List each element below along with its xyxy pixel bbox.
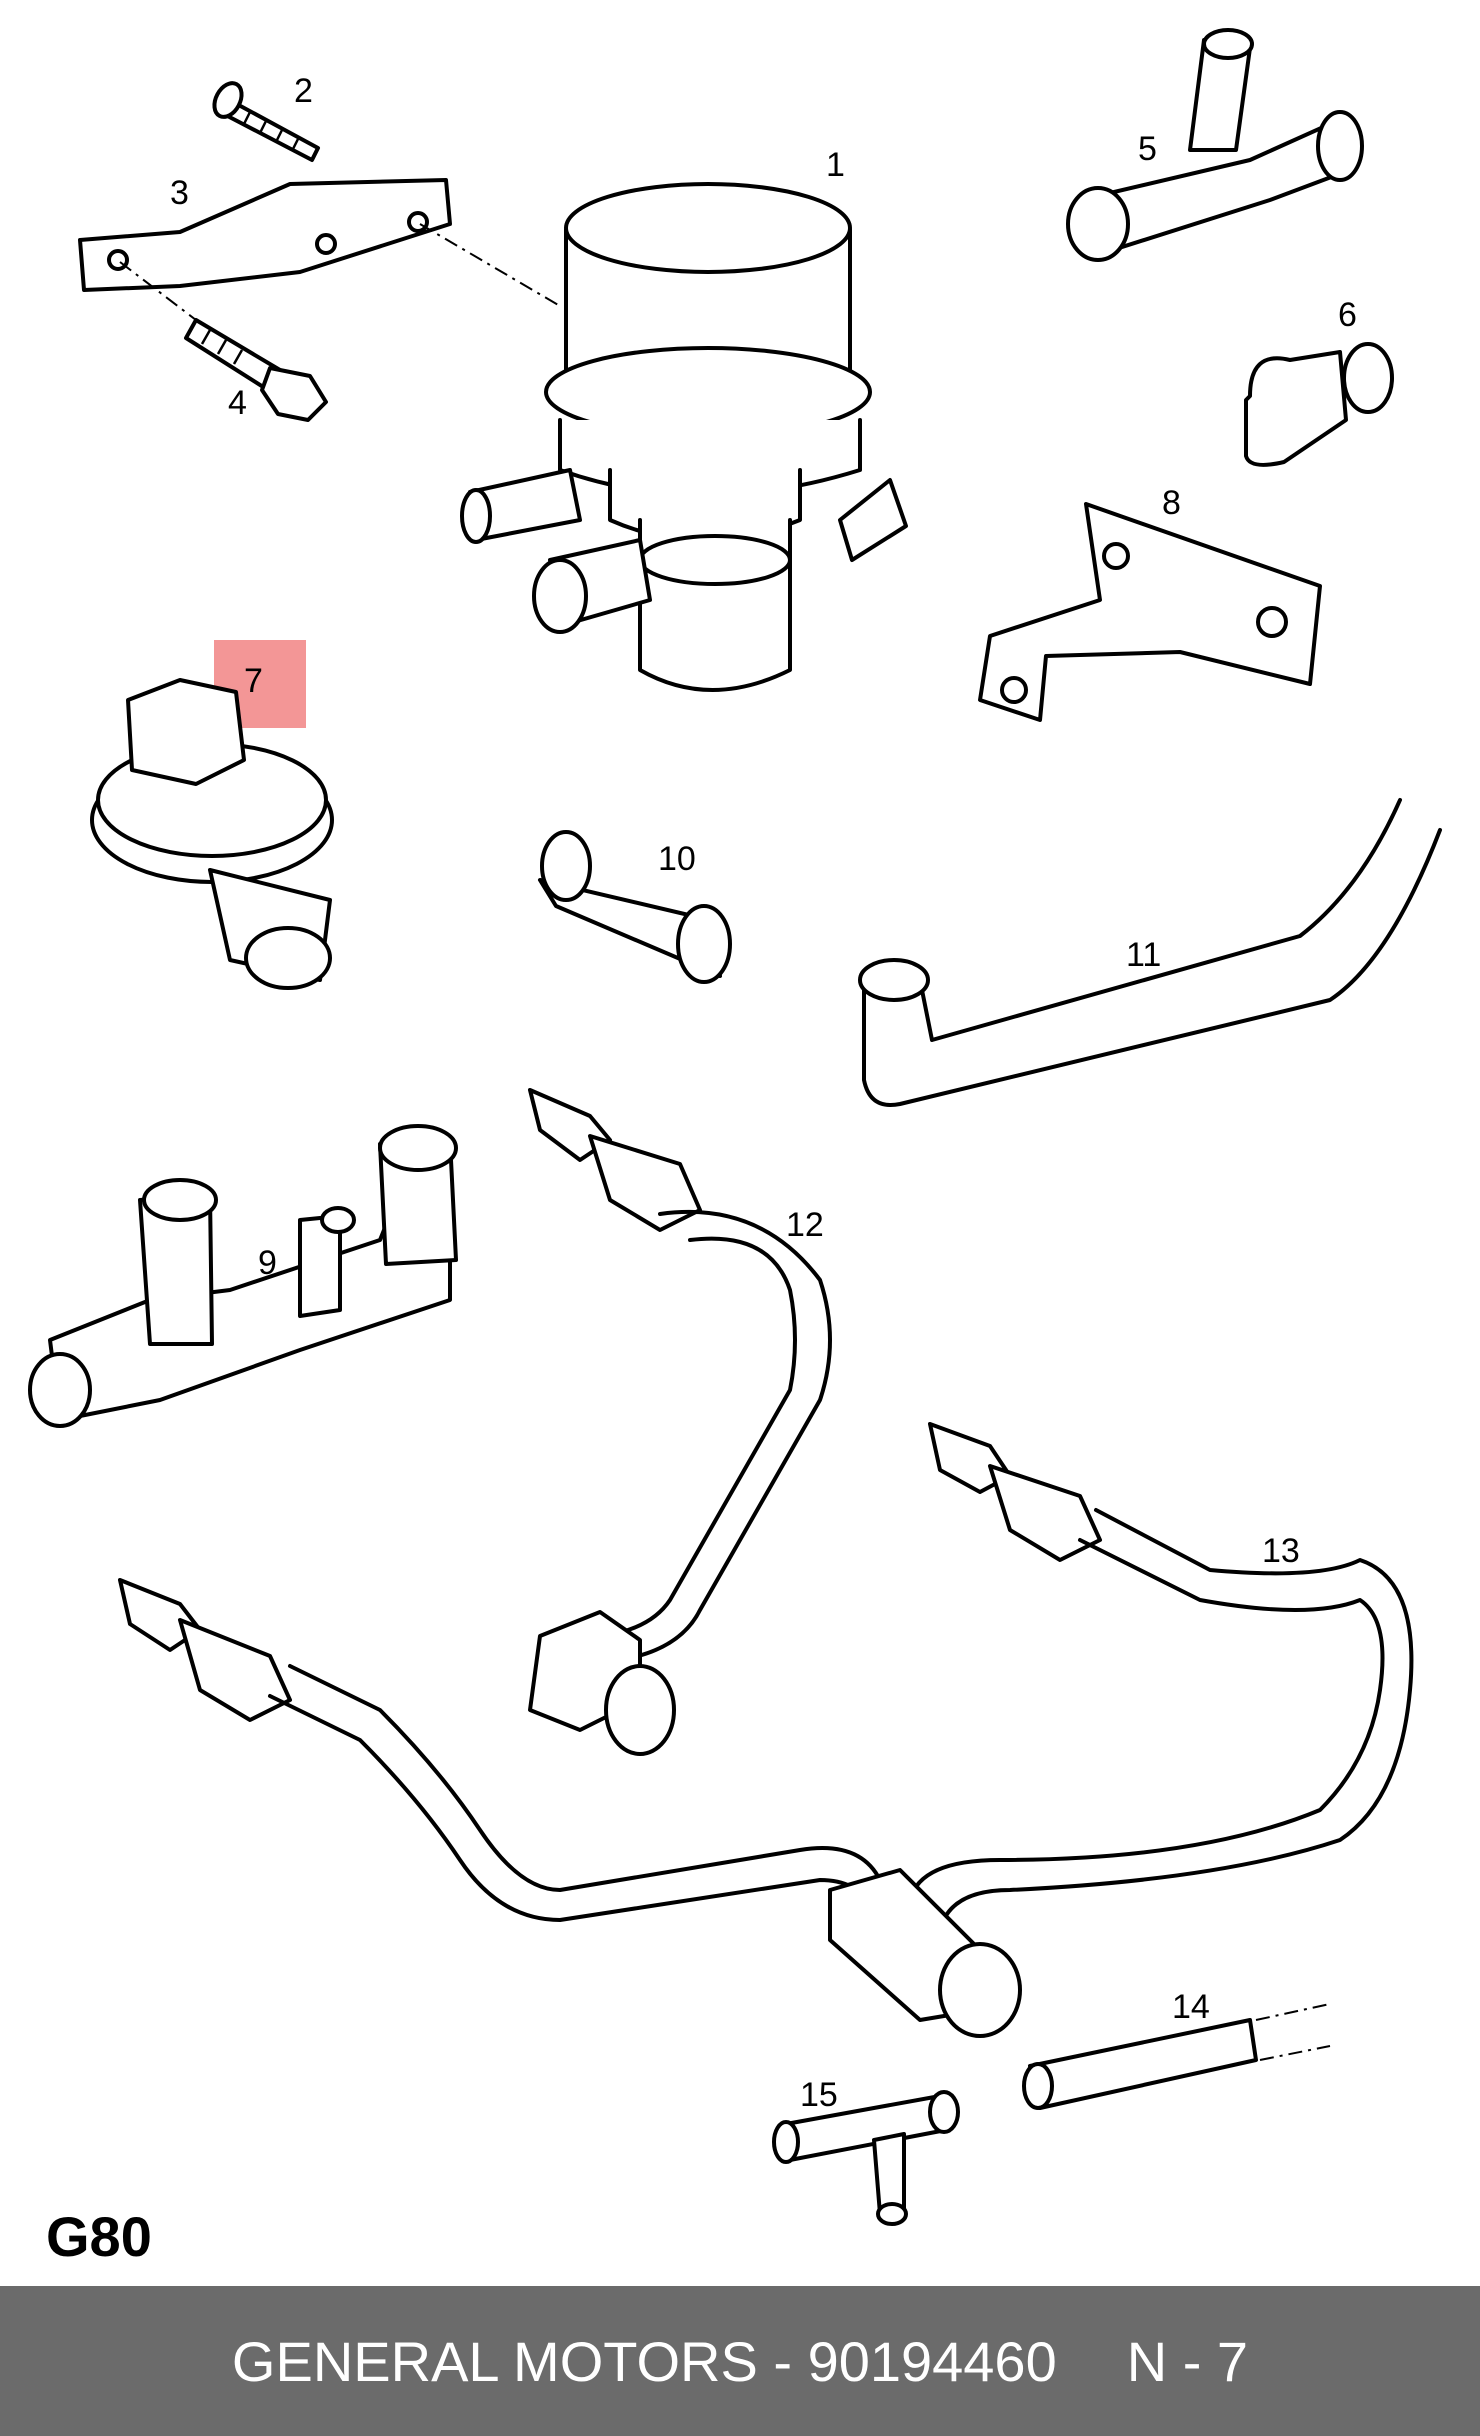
footer-ref: N - 7 [1126,2329,1249,2393]
label-part-10: 10 [658,840,696,878]
label-part-9: 9 [258,1244,277,1282]
label-part-6: 6 [1338,296,1357,334]
part-4-bolt [184,318,328,422]
label-part-13: 13 [1262,1532,1300,1570]
label-part-8: 8 [1162,484,1181,522]
part-15-small-tee [772,2090,960,2226]
part-5-tee [1066,28,1364,262]
part-6-elbow [1244,342,1394,467]
footer-brand-part: GENERAL MOTORS - 90194460 [231,2329,1057,2393]
part-3-bracket [78,178,561,321]
part-7-valve [90,678,334,990]
label-part-7: 7 [244,662,263,700]
label-part-1: 1 [826,146,845,184]
label-part-4: 4 [228,384,247,422]
parts-diagram: 1 2 3 4 5 6 7 8 9 10 11 12 13 14 15 G80 [28,28,1442,2268]
part-14-tube [1022,2003,1331,2110]
part-10-sleeve [538,830,732,984]
part-lower-pipe [118,1578,1022,2038]
label-part-2: 2 [294,72,313,110]
label-part-3: 3 [170,174,189,212]
part-12-pipe [528,1088,832,1756]
part-9-manifold [28,1124,458,1428]
footer-bar: GENERAL MOTORS - 90194460 N - 7 [0,2286,1480,2436]
part-1-canister [460,182,908,692]
part-13-pipe [908,1422,1414,1932]
label-part-15: 15 [800,2076,838,2114]
label-part-14: 14 [1172,1988,1210,2026]
sheet-code: G80 [46,2205,152,2268]
part-8-bracket [978,502,1322,722]
part-2-screw [212,81,320,162]
label-part-11: 11 [1126,936,1161,974]
label-part-5: 5 [1138,130,1157,168]
label-part-12: 12 [786,1206,824,1244]
part-11-hose [858,798,1442,1107]
